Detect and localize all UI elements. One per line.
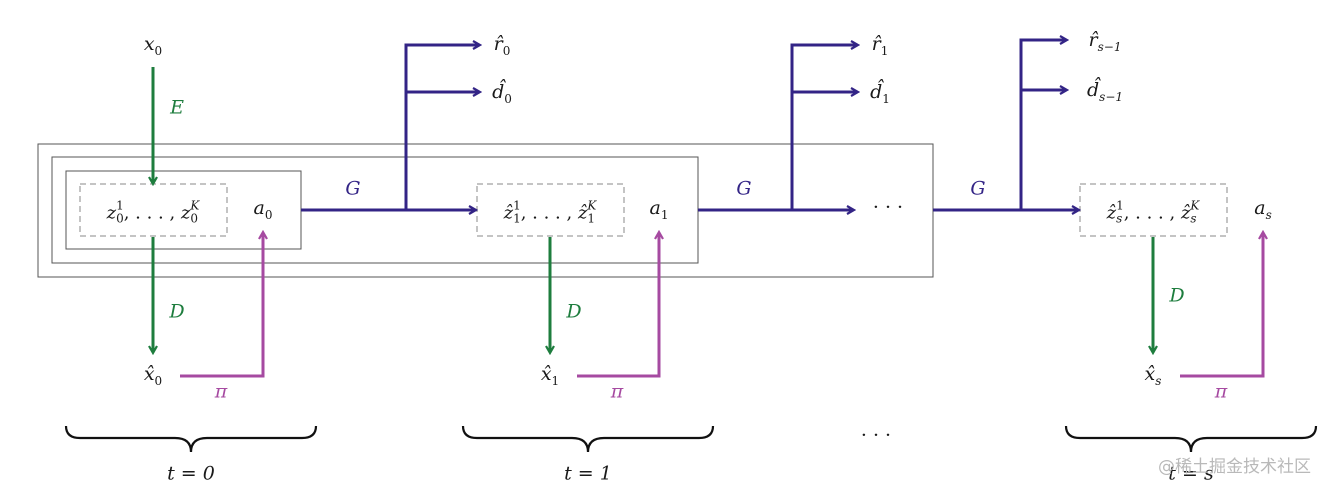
policy-arrow-s	[1180, 233, 1263, 378]
reward-branch-0	[404, 45, 479, 210]
policy-arrow-0	[180, 233, 263, 378]
brace-t0	[64, 425, 318, 453]
node-as: as	[1254, 197, 1272, 222]
brace-t1	[461, 425, 715, 453]
brace-ts	[1064, 425, 1318, 453]
node-rhat0: r̂0	[493, 33, 511, 58]
node-dhat1: d̂1	[870, 81, 890, 106]
reward-branch-1	[790, 45, 857, 210]
node-rhats: r̂s−1	[1088, 29, 1122, 54]
node-a0: a0	[253, 197, 273, 222]
node-xhat0: x̂0	[143, 363, 163, 388]
reward-branch-s	[1019, 40, 1066, 210]
label-dynamics-s: G	[970, 177, 986, 200]
node-rhat1: r̂1	[871, 33, 889, 58]
policy-arrow-1	[577, 233, 659, 378]
timestep-s: t = s	[1168, 462, 1214, 485]
label-policy-s: π	[1214, 380, 1228, 403]
label-decoder-1: D	[566, 300, 582, 323]
node-x0: x0	[143, 33, 163, 58]
timestep-1: t = 1	[564, 462, 612, 485]
node-dhats: d̂s−1	[1086, 79, 1124, 104]
label-dynamics-0: G	[345, 177, 361, 200]
ellipsis-bottom: · · ·	[860, 424, 892, 447]
label-encoder: E	[170, 96, 184, 119]
label-policy-0: π	[214, 380, 228, 403]
ellipsis-middle: · · ·	[872, 196, 904, 219]
label-decoder-s: D	[1169, 284, 1185, 307]
node-a1: a1	[649, 197, 669, 222]
node-xhats: x̂s	[1144, 363, 1162, 388]
label-policy-1: π	[610, 380, 624, 403]
node-dhat0: d̂0	[492, 81, 512, 106]
watermark: @稀土掘金技术社区	[1158, 457, 1311, 477]
node-xhat1: x̂1	[540, 363, 560, 388]
label-dynamics-1: G	[736, 177, 752, 200]
label-decoder-0: D	[169, 300, 185, 323]
timestep-0: t = 0	[167, 462, 215, 485]
